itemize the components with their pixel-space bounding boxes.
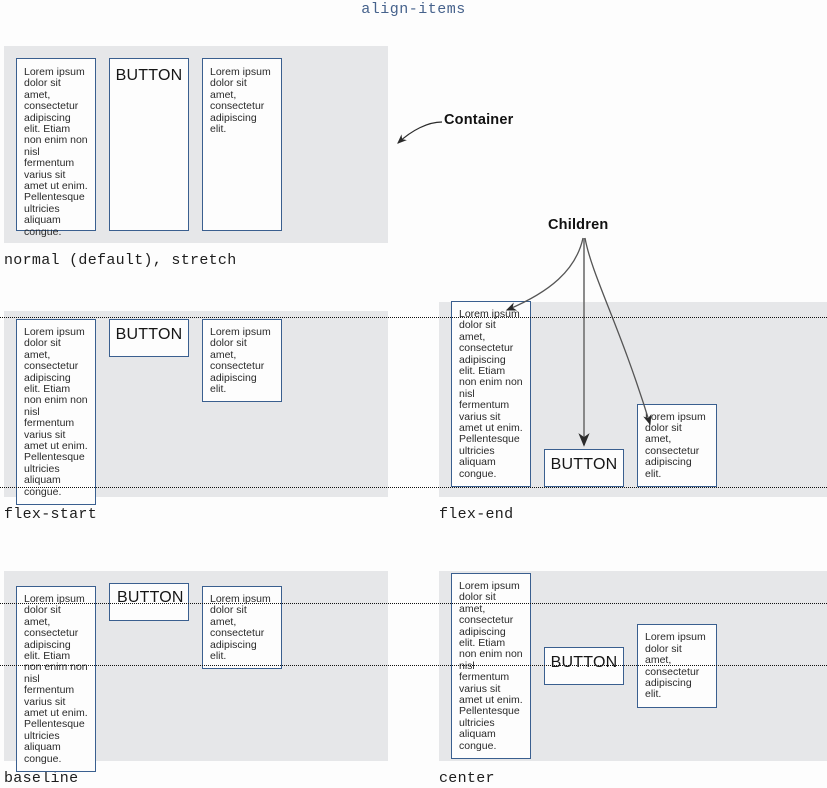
flex-container-baseline: Lorem ipsum dolor sit amet, consectetur …: [0, 571, 827, 773]
demo-baseline: Lorem ipsum dolor sit amet, consectetur …: [0, 571, 827, 787]
flex-item-button[interactable]: BUTTON: [109, 58, 189, 231]
flex-item-text-long: Lorem ipsum dolor sit amet, consectetur …: [451, 300, 531, 487]
page-title: align-items: [361, 1, 466, 18]
flex-items-row: Lorem ipsum dolor sit amet, consectetur …: [451, 572, 823, 760]
flex-item-button[interactable]: BUTTON: [544, 449, 624, 487]
flex-item-text-short: Lorem ipsum dolor sit amet, consectetur …: [637, 624, 717, 708]
flex-item-text-short: Lorem ipsum dolor sit amet, consectetur …: [202, 58, 282, 231]
flex-item-text-long: Lorem ipsum dolor sit amet, consectetur …: [451, 572, 531, 760]
flex-item-text-long: Lorem ipsum dolor sit amet, consectetur …: [16, 319, 96, 506]
demo-label-flex-end: flex-end: [439, 506, 514, 523]
demo-label-flex-start: flex-start: [4, 506, 98, 523]
demo-center: Lorem ipsum dolor sit amet, consectetur …: [0, 571, 827, 787]
flex-item-text-long: Lorem ipsum dolor sit amet, consectetur …: [16, 586, 96, 773]
flex-item-button[interactable]: BUTTON: [109, 583, 189, 621]
demo-label-stretch: normal (default), stretch: [4, 252, 237, 269]
alignment-guide-line: [0, 317, 827, 318]
flex-container-center: Lorem ipsum dolor sit amet, consectetur …: [0, 571, 827, 761]
flex-item-text-short: Lorem ipsum dolor sit amet, consectetur …: [202, 319, 282, 403]
demo-label-center: center: [439, 770, 495, 787]
flex-items-row: Lorem ipsum dolor sit amet, consectetur …: [451, 300, 823, 487]
alignment-guide-line: [0, 665, 827, 666]
flex-items-row: Lorem ipsum dolor sit amet, consectetur …: [16, 319, 384, 506]
flex-item-button[interactable]: BUTTON: [109, 319, 189, 357]
flex-items-row: Lorem ipsum dolor sit amet, consectetur …: [16, 58, 384, 237]
flex-item-button[interactable]: BUTTON: [544, 647, 624, 685]
children-annotation-label: Children: [548, 217, 609, 233]
flex-item-text-long: Lorem ipsum dolor sit amet, consectetur …: [16, 58, 96, 237]
flex-container-flex-end: Lorem ipsum dolor sit amet, consectetur …: [0, 300, 827, 497]
container-annotation-label: Container: [444, 112, 514, 128]
demo-label-baseline: baseline: [4, 770, 79, 787]
flex-container-stretch: Lorem ipsum dolor sit amet, consectetur …: [4, 46, 388, 243]
flex-item-text-short: Lorem ipsum dolor sit amet, consectetur …: [637, 403, 717, 487]
demo-stretch: Lorem ipsum dolor sit amet, consectetur …: [4, 46, 388, 269]
flex-container-flex-start: Lorem ipsum dolor sit amet, consectetur …: [0, 311, 827, 506]
demo-flex-start: Lorem ipsum dolor sit amet, consectetur …: [0, 311, 827, 523]
demo-flex-end: Lorem ipsum dolor sit amet, consectetur …: [0, 300, 827, 523]
flex-item-text-short: Lorem ipsum dolor sit amet, consectetur …: [202, 586, 282, 670]
flex-items-row: Lorem ipsum dolor sit amet, consectetur …: [16, 583, 384, 773]
alignment-guide-line: [0, 603, 827, 604]
alignment-guide-line: [0, 487, 827, 488]
